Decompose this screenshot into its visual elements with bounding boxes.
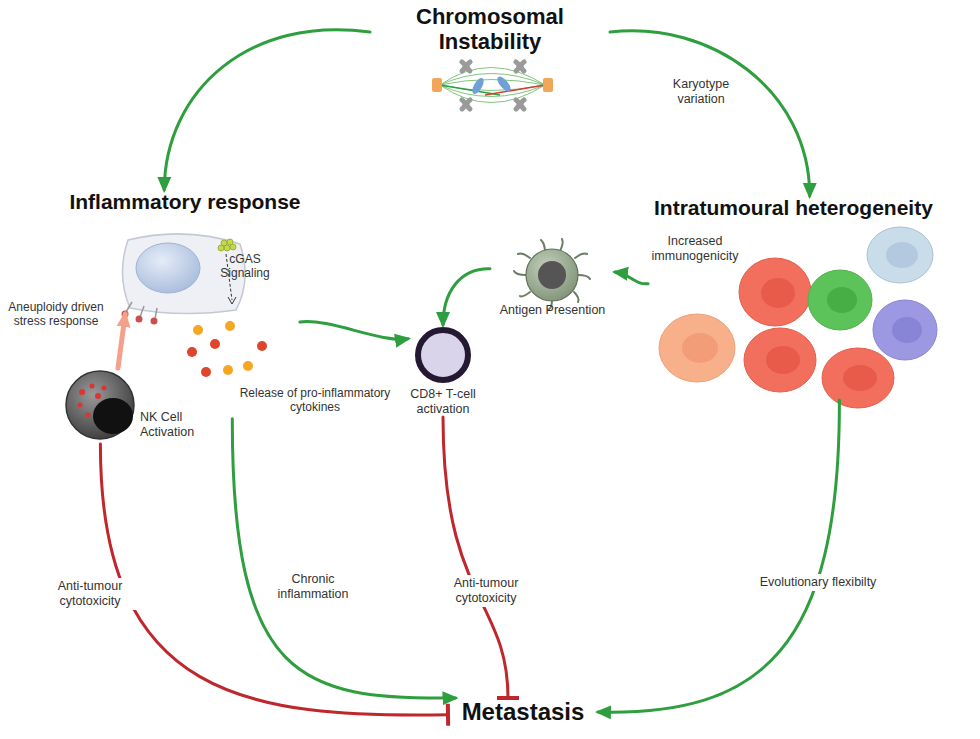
inhibition-connector — [443, 417, 508, 698]
node-text: Metastasis — [448, 698, 598, 726]
edge-label: Chronic inflammation — [268, 572, 358, 602]
heading-node: Inflammatory response — [55, 190, 315, 314]
dendritic-cell — [514, 239, 590, 310]
edge-label-holder: Karyotype variation — [662, 76, 740, 108]
arrow-connector — [118, 314, 125, 368]
node-text: Chromosomal Instability — [410, 4, 570, 55]
nk-cell — [66, 371, 134, 439]
cytokine-dots — [187, 321, 267, 377]
arrow-connector — [232, 419, 455, 698]
node-text: Inflammatory response — [55, 190, 315, 214]
node-text: NK Cell Activation — [140, 410, 222, 440]
arrow-connector — [615, 272, 648, 284]
arrow-connector — [164, 30, 370, 190]
edge-label: Anti-tumour cytotoxicity — [436, 575, 536, 607]
edge-label-holder: Anti-tumour cytotoxicity — [436, 575, 536, 607]
edge-label-holder: Chronic inflammation — [268, 572, 358, 602]
edge-label: Anti-tumour cytotoxicity — [40, 578, 140, 610]
edge-label: Evolutionary flexibilty — [757, 574, 880, 591]
annotation-label: cGAS Signaling — [214, 252, 276, 281]
node-text: Release of pro-inflammatory cytokines — [232, 386, 398, 415]
heading-node: Chromosomal Instability — [370, 4, 610, 117]
heading-node: Intratumoural heterogeneity — [648, 196, 978, 400]
tumour-cells — [659, 227, 937, 408]
node-text: Intratumoural heterogeneity — [654, 196, 978, 220]
inflamed-cell — [122, 234, 246, 325]
edge-label-holder: Increased immunogenicity — [648, 234, 742, 264]
cell-node: CD8+ T-cell activation — [408, 325, 478, 417]
edge-label: Increased immunogenicity — [648, 234, 742, 264]
inhibition-connector — [100, 444, 448, 715]
cell-node: NK Cell Activation — [62, 368, 222, 444]
arrow-connector — [300, 322, 408, 340]
annotation-label: Aneuploidy driven stress response — [4, 300, 108, 329]
heading-node: Metastasis — [448, 698, 598, 726]
arrow-connector — [610, 31, 810, 196]
edge-label-holder: Anti-tumour cytotoxicity — [40, 578, 140, 610]
cd8-t-cell — [418, 330, 468, 380]
cell-node: Release of pro-inflammatory cytokines — [180, 322, 398, 419]
edge-label: Karyotype variation — [662, 76, 740, 108]
edge-label-holder: Evolutionary flexibilty — [752, 574, 884, 591]
node-text: Antigen Presention — [490, 303, 615, 317]
mitotic-spindle — [432, 62, 553, 109]
arrow-connector — [598, 400, 839, 712]
arrow-connector — [443, 269, 490, 325]
node-text: CD8+ T-cell activation — [408, 387, 478, 417]
cell-node: Antigen Presention — [490, 248, 615, 317]
